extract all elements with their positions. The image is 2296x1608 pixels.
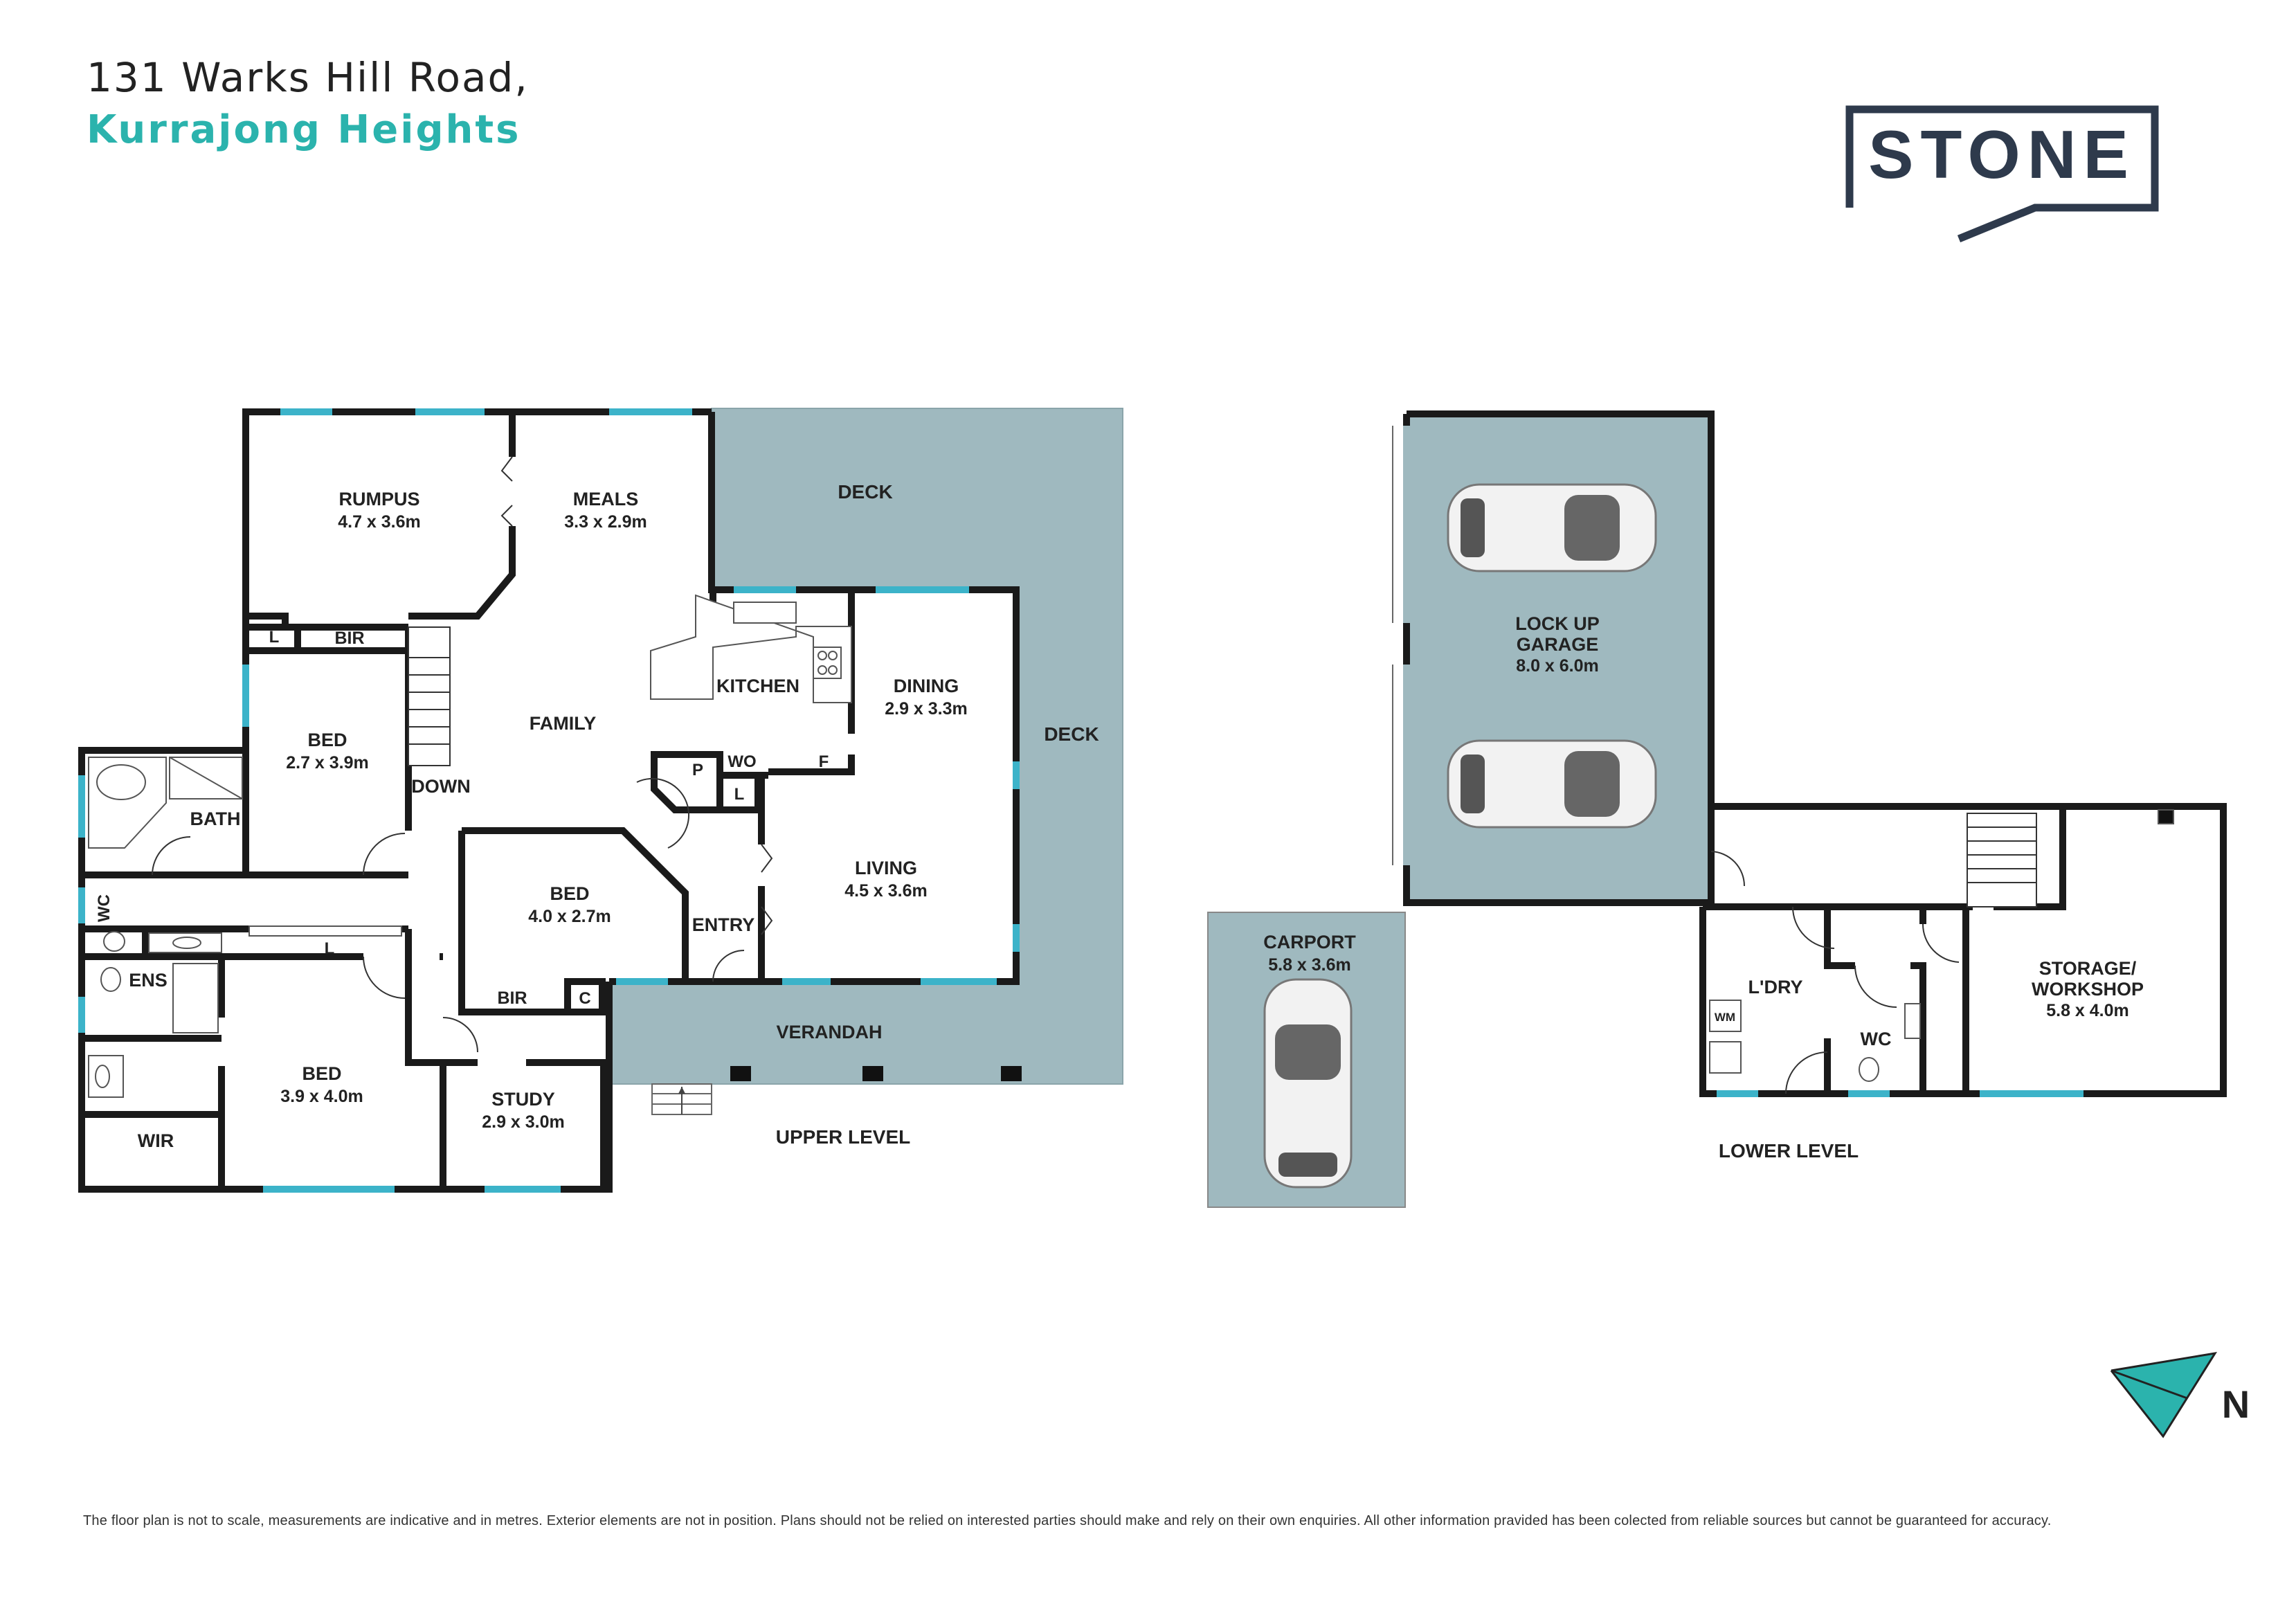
upper-room-labels: RUMPUS 4.7 x 3.6m MEALS 3.3 x 2.9m DECK … — [95, 481, 1099, 1151]
room-name-line2: WORKSHOP — [2032, 979, 2144, 1000]
room-name: L'DRY — [1748, 977, 1803, 997]
room-name-line2: GARAGE — [1517, 634, 1599, 655]
stone-logo: STONE — [1845, 105, 2159, 243]
room-name: WC — [1861, 1029, 1892, 1049]
lower-room-labels: LOCK UP GARAGE 8.0 x 6.0m CARPORT 5.8 x … — [1263, 613, 2144, 1162]
room-name: RUMPUS — [338, 489, 419, 509]
lower-stairs — [1967, 813, 2037, 907]
room-name: MEALS — [573, 489, 639, 509]
room-dims: 2.9 x 3.3m — [885, 699, 968, 719]
room-name: BED — [307, 730, 347, 750]
room-dims: 4.7 x 3.6m — [338, 512, 421, 532]
room-dims: 3.3 x 2.9m — [564, 512, 647, 532]
room-dims: 5.8 x 4.0m — [2046, 1001, 2129, 1020]
room-name: LOCK UP — [1515, 613, 1600, 634]
room-name: DECK — [838, 481, 892, 503]
linen-label: L — [734, 785, 745, 804]
room-dims: 5.8 x 3.6m — [1268, 955, 1351, 975]
room-name: STORAGE/ — [2039, 958, 2137, 979]
address-suburb: Kurrajong Heights — [87, 107, 521, 152]
washing-machine-icon — [1709, 1000, 1742, 1032]
room-name: DINING — [894, 676, 959, 696]
bir-label: BIR — [334, 629, 364, 648]
room-name: ENTRY — [692, 914, 755, 935]
wc-label: WC — [95, 894, 114, 922]
car-icon — [1447, 739, 1657, 829]
lower-doors — [1710, 851, 1960, 1094]
lower-fixtures — [1709, 809, 2174, 1082]
disclaimer-text: The floor plan is not to scale, measurem… — [83, 1513, 2052, 1528]
room-name: KITCHEN — [716, 676, 799, 696]
room-dims: 3.9 x 4.0m — [280, 1087, 363, 1106]
upper-stairs — [408, 626, 451, 766]
level-label: UPPER LEVEL — [776, 1126, 910, 1148]
room-name: DECK — [1044, 723, 1099, 745]
room-name: CARPORT — [1263, 932, 1356, 952]
room-name: LIVING — [855, 858, 917, 878]
linen-label: L — [325, 939, 335, 958]
room-dims: 4.5 x 3.6m — [844, 881, 928, 901]
lower-walls — [1699, 803, 2227, 1097]
room-name: VERANDAH — [776, 1022, 882, 1042]
car-icon — [1447, 483, 1657, 572]
room-dims: 4.0 x 2.7m — [528, 907, 611, 926]
upper-fixtures — [88, 594, 852, 1098]
compass-north-label: N — [2222, 1382, 2250, 1426]
washing-machine-label: WM — [1715, 1011, 1735, 1024]
room-name: STUDY — [491, 1089, 555, 1110]
north-compass-icon: N — [2110, 1351, 2250, 1438]
bir-label: BIR — [497, 988, 527, 1008]
room-dims: 2.9 x 3.0m — [482, 1112, 565, 1132]
wall-oven-label: WO — [727, 752, 756, 771]
room-dims: 2.7 x 3.9m — [286, 753, 369, 773]
fridge-label: F — [819, 752, 829, 771]
pantry-label: P — [692, 761, 703, 779]
linen-label: L — [269, 628, 280, 647]
address-line-1: 131 Warks Hill Road, — [87, 54, 529, 101]
room-name: DOWN — [411, 776, 470, 797]
logo-text: STONE — [1868, 116, 2135, 192]
deck-area — [611, 408, 1123, 1115]
room-name: BED — [550, 883, 589, 904]
upper-doors — [152, 456, 773, 1053]
room-name: FAMILY — [530, 713, 597, 734]
level-label: LOWER LEVEL — [1719, 1140, 1859, 1162]
room-dims: 8.0 x 6.0m — [1516, 656, 1599, 676]
room-name: ENS — [129, 970, 168, 991]
upper-windows — [78, 408, 1020, 1193]
room-name: BED — [302, 1063, 341, 1084]
room-name: WIR — [138, 1130, 174, 1151]
room-name: BATH — [190, 808, 241, 829]
cupboard-label: C — [579, 989, 590, 1008]
car-icon — [1263, 978, 1353, 1189]
